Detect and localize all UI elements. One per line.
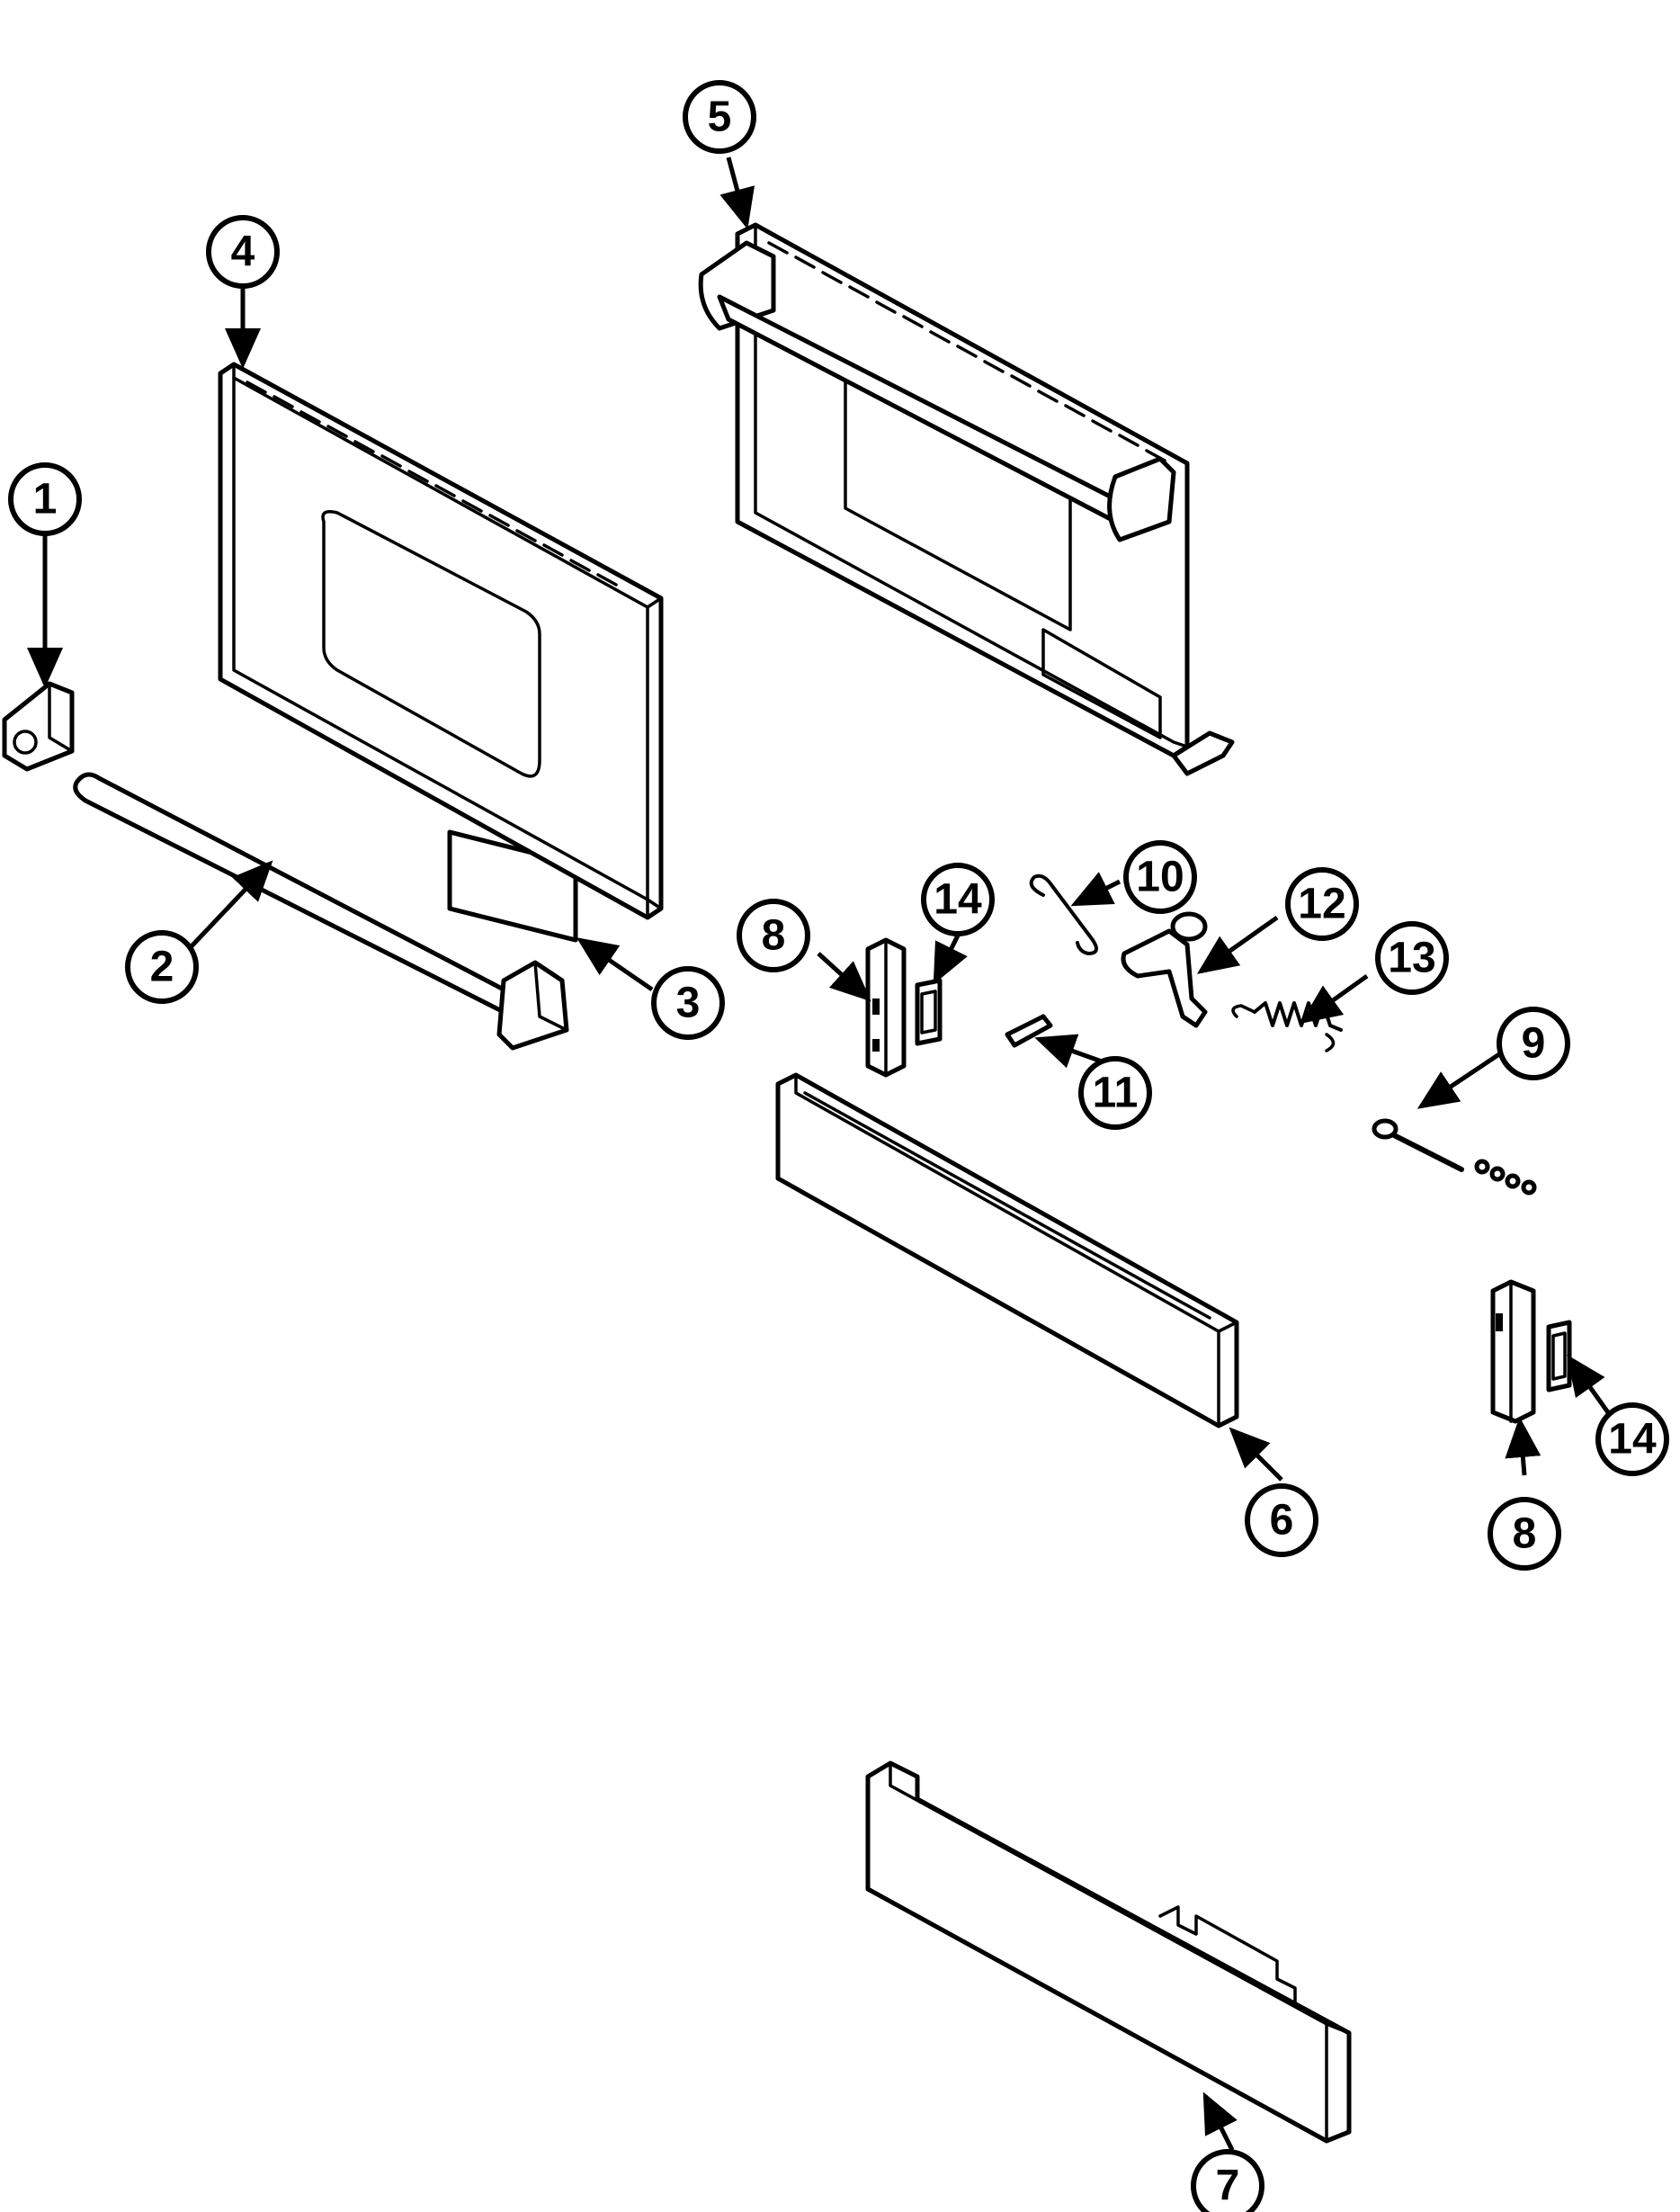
- callout-2: 2: [125, 930, 199, 1004]
- callout-12: 12: [1285, 867, 1359, 941]
- svg-text:11: 11: [1093, 1070, 1139, 1117]
- part-11-pin: [1005, 1014, 1053, 1048]
- callout-3: 3: [651, 966, 725, 1040]
- svg-text:4: 4: [231, 228, 255, 276]
- callout-14-left: 14: [921, 863, 995, 936]
- svg-text:10: 10: [1136, 854, 1184, 901]
- svg-text:12: 12: [1298, 881, 1345, 928]
- svg-text:13: 13: [1388, 935, 1435, 982]
- svg-text:3: 3: [676, 980, 701, 1027]
- svg-text:9: 9: [1522, 1020, 1546, 1068]
- callout-10: 10: [1123, 840, 1197, 914]
- leader-lines: [27, 157, 1617, 2152]
- part-4-inner-door-panel: [218, 362, 664, 920]
- part-14-pad-right: [1546, 1320, 1572, 1393]
- callout-7: 7: [1191, 2149, 1264, 2212]
- callout-8-right: 8: [1488, 1497, 1561, 1571]
- part-5-outer-door: [698, 222, 1235, 776]
- part-2-door-handle: [73, 772, 569, 1051]
- part-9-stud: [1372, 1118, 1537, 1196]
- part-1-hinge-bracket: [2, 681, 75, 772]
- callout-14-right: 14: [1595, 1402, 1669, 1476]
- callout-1: 1: [8, 462, 82, 536]
- callout-6: 6: [1245, 1483, 1318, 1557]
- svg-text:8: 8: [762, 912, 786, 960]
- part-13-spring: [1231, 1001, 1343, 1052]
- callout-4: 4: [206, 215, 280, 289]
- svg-text:5: 5: [708, 94, 732, 141]
- svg-text:14: 14: [1608, 1416, 1657, 1464]
- callout-11: 11: [1078, 1056, 1152, 1130]
- svg-text:2: 2: [150, 944, 174, 991]
- svg-text:7: 7: [1216, 2163, 1240, 2210]
- vent-slots-4: [246, 381, 618, 587]
- part-10-s-hook: [1029, 873, 1098, 955]
- part-8-hinge-right: [1490, 1279, 1536, 1424]
- part-8-hinge-left: [865, 937, 907, 1078]
- svg-text:1: 1: [33, 476, 58, 524]
- callout-9: 9: [1497, 1007, 1570, 1080]
- svg-text:14: 14: [934, 876, 982, 924]
- callout-8-left: 8: [737, 899, 810, 972]
- part-6-drawer-front: [775, 1072, 1239, 1428]
- svg-text:6: 6: [1270, 1497, 1294, 1545]
- part-7-kick-plate: [865, 1760, 1352, 2144]
- callout-5: 5: [683, 80, 756, 154]
- part-12-hinge-arm: [1121, 911, 1208, 1028]
- part-14-pad-left: [915, 978, 943, 1046]
- svg-text:8: 8: [1513, 1510, 1537, 1558]
- callout-13: 13: [1375, 921, 1449, 995]
- vent-slots-5: [767, 241, 1166, 462]
